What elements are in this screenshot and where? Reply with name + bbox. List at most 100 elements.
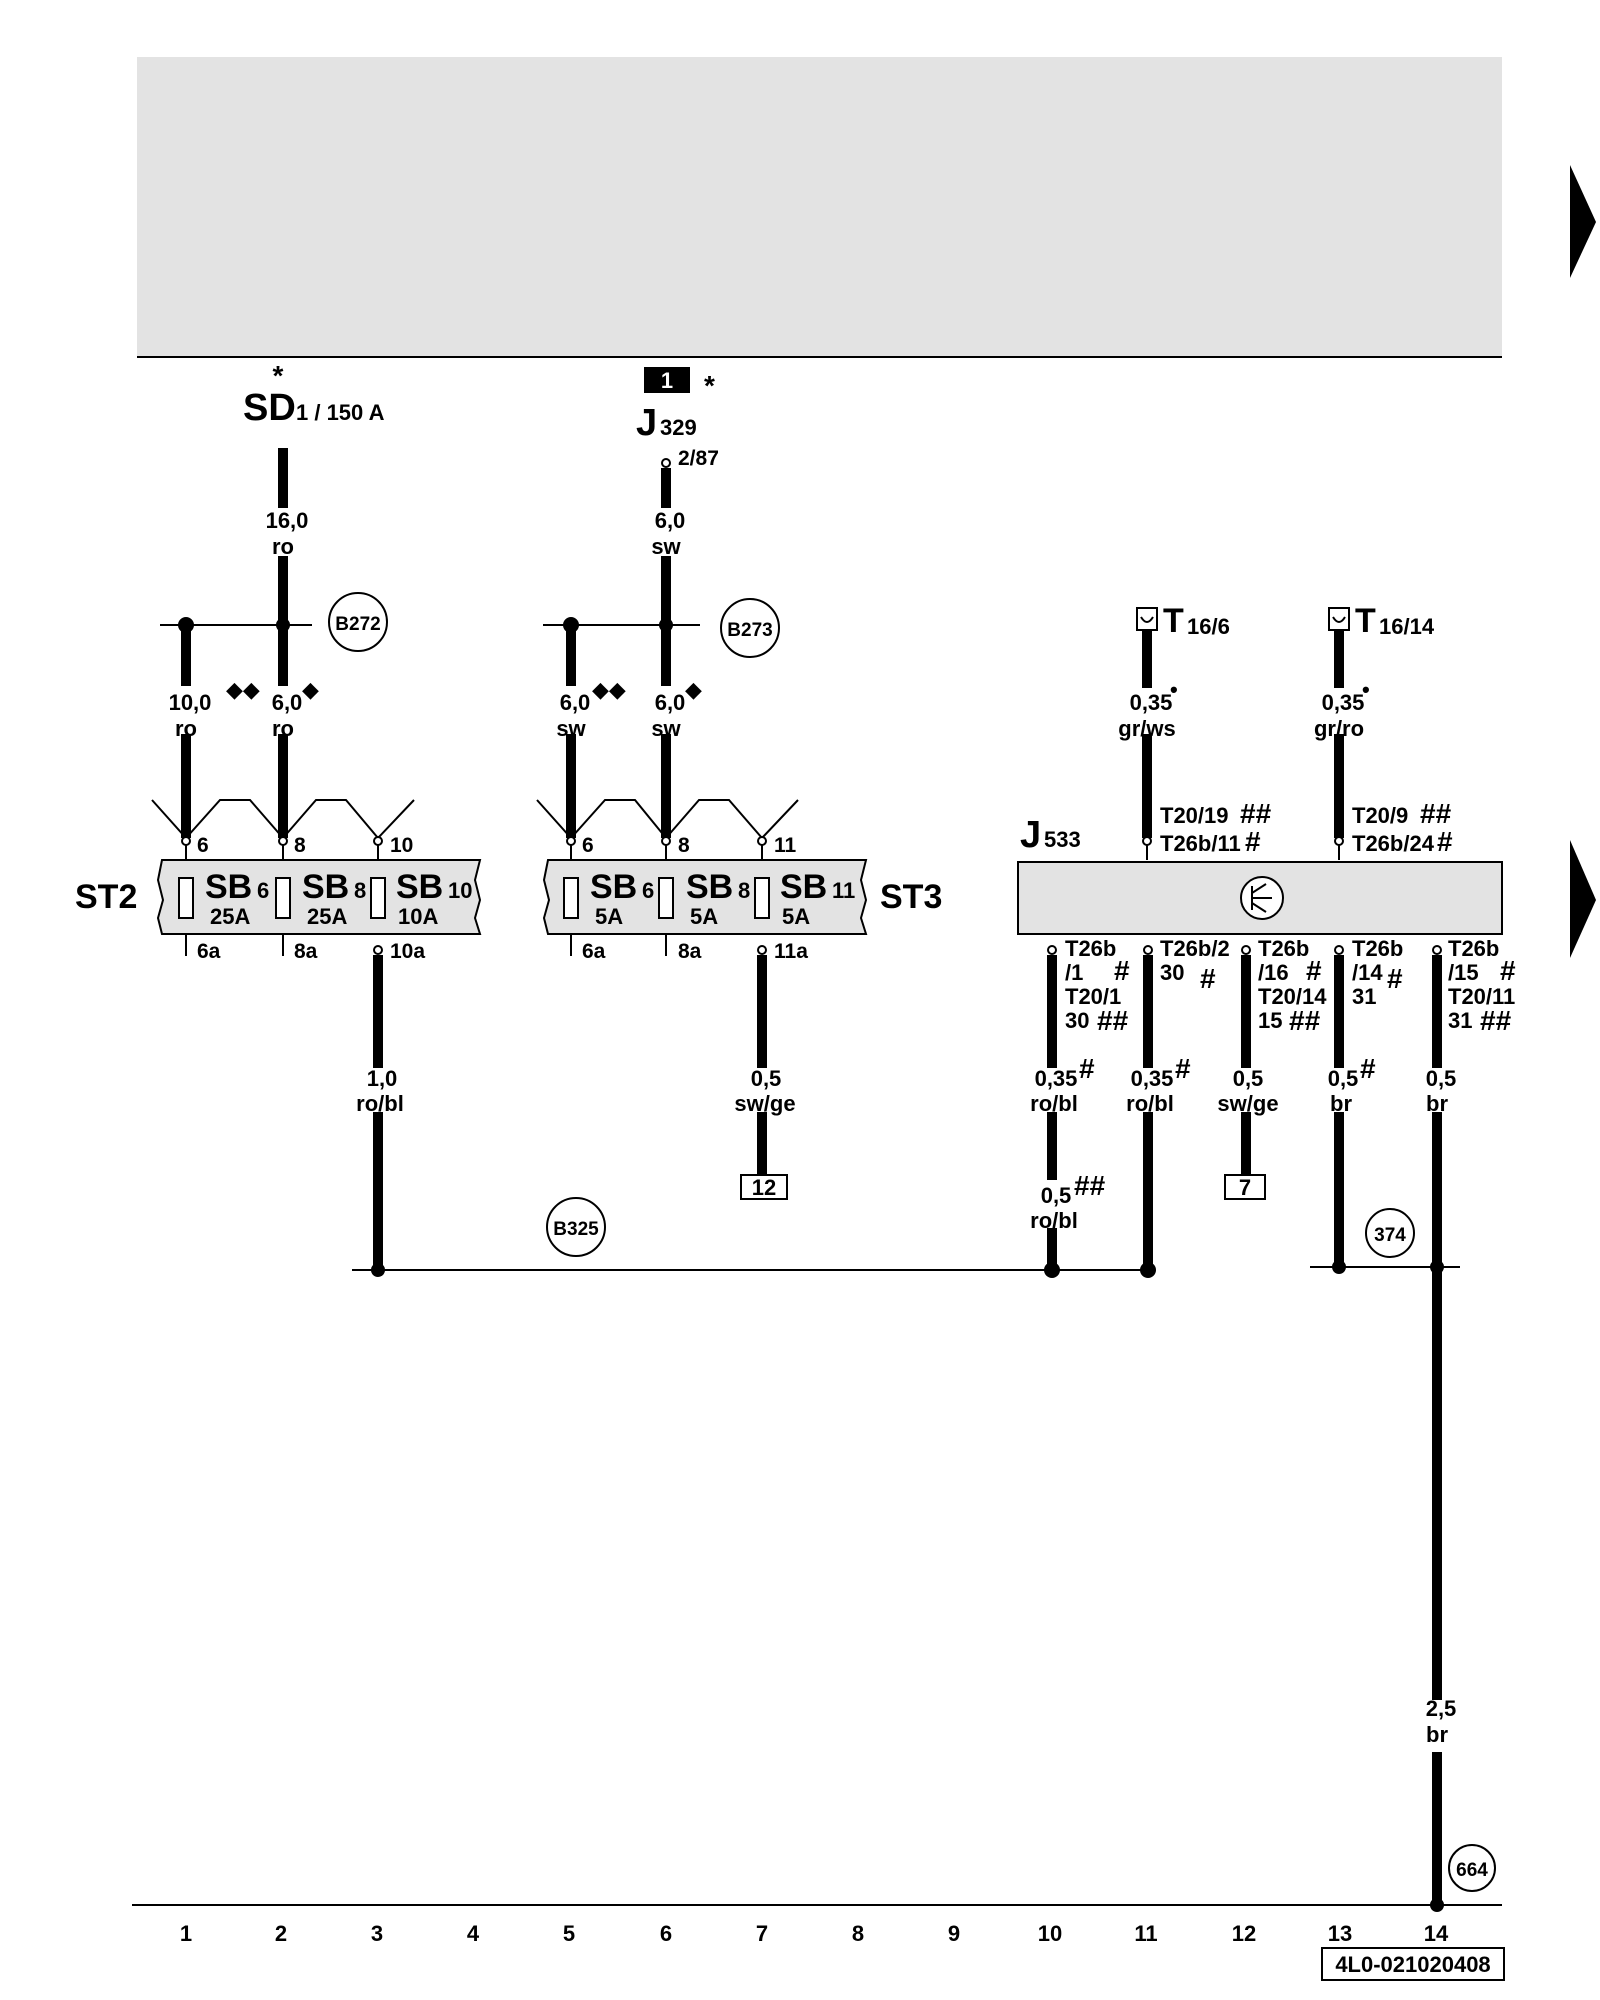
j533-top11b: T26b/11 xyxy=(1160,831,1241,856)
fuse-icon xyxy=(370,877,386,919)
fuse-pin-out: 10a xyxy=(390,940,425,963)
column-number: 6 xyxy=(660,1921,672,1946)
j533-pin-col14: T26b /15 # T20/11 31 ## xyxy=(1432,936,1516,1036)
c11-line1: T26b/2 xyxy=(1160,936,1230,961)
st3-sb6-wire-size: 6,0 xyxy=(560,690,591,715)
c10-line3: T20/1 xyxy=(1065,984,1121,1009)
c12-mark2: ## xyxy=(1289,1005,1321,1036)
c11-wire-size: 0,35 xyxy=(1131,1066,1174,1091)
fuse-pin-in: 10 xyxy=(390,834,413,857)
c10-wire-mark: # xyxy=(1079,1053,1095,1084)
st2-sb8-wire-color: ro xyxy=(272,716,294,741)
ground-wire-color: br xyxy=(1426,1722,1448,1747)
fuse-pin-in: 8 xyxy=(294,834,306,857)
sd-star: * xyxy=(273,360,284,391)
c14-line4: 31 xyxy=(1448,1008,1472,1033)
c13-wire-color: br xyxy=(1330,1091,1352,1116)
column-number: 8 xyxy=(852,1921,864,1946)
j533-top11b-mark: # xyxy=(1245,826,1261,857)
c14-line3: T20/11 xyxy=(1448,984,1515,1009)
c10-line4: 30 xyxy=(1065,1008,1089,1033)
connector-t16-6: T 16/6 xyxy=(1136,602,1230,640)
c11-wire-color: ro/bl xyxy=(1126,1091,1174,1116)
fuse-pin-out: 6a xyxy=(582,940,606,963)
fuse-num: 8 xyxy=(354,878,366,903)
connector-t16-14: T 16/14 xyxy=(1328,602,1435,640)
sb11-wire-color: sw/ge xyxy=(734,1091,795,1116)
j329-label: J xyxy=(636,402,657,444)
t16-6-wire-mark: • xyxy=(1170,677,1178,702)
fuse-num: 6 xyxy=(642,878,654,903)
j329-pin-terminal xyxy=(661,458,671,468)
column-numbers: 1 2 3 4 5 6 7 8 9 10 11 12 13 14 xyxy=(180,1921,1449,1946)
fuse-rating: 5A xyxy=(782,904,810,929)
fuse-st2-sb6: 6 SB 6 25A 6a xyxy=(178,834,269,963)
node-b325-label: B325 xyxy=(553,1219,599,1240)
fuse-st3-sb11: 11 SB 11 5A 11a xyxy=(754,834,855,963)
j533-sub: 533 xyxy=(1044,827,1081,852)
st3-sb8-wire-mark: ◆ xyxy=(685,677,702,702)
c14-mark2: ## xyxy=(1480,1005,1512,1036)
j533-pin xyxy=(1142,836,1152,846)
c12-mark1: # xyxy=(1306,955,1322,986)
t16-14-sub: 16/14 xyxy=(1379,614,1435,639)
fuse-icon xyxy=(658,877,674,919)
fuse-rating: 5A xyxy=(690,904,718,929)
fuse-rating: 10A xyxy=(398,904,438,929)
st2-sb8-wire-mark: ◆ xyxy=(302,677,319,702)
node-b273 xyxy=(720,598,780,658)
sd-label: SD xyxy=(243,387,296,429)
fuse-st3-sb8: 8 SB 8 5A 8a xyxy=(658,834,750,963)
st2-sb6-wire-size: 10,0 xyxy=(169,690,212,715)
c13-line1: T26b xyxy=(1352,936,1403,961)
fuse-icon xyxy=(178,877,194,919)
ref-box-7 xyxy=(1224,1174,1266,1200)
c13-line2: /14 xyxy=(1352,960,1383,985)
column-number: 7 xyxy=(756,1921,768,1946)
st3-sb8-wire-size: 6,0 xyxy=(655,690,686,715)
splice-dot xyxy=(1044,1262,1060,1278)
c10-line1: T26b xyxy=(1065,936,1116,961)
fuse-pin-out: 11a xyxy=(774,940,808,963)
node-664 xyxy=(1448,1844,1496,1892)
st2-label: ST2 xyxy=(75,878,137,916)
j533-top11a: T20/19 xyxy=(1160,803,1229,828)
j533-pin-col12: T26b /16 # T20/14 15 ## xyxy=(1241,936,1327,1036)
column-number: 10 xyxy=(1038,1921,1062,1946)
j329-sub: 329 xyxy=(660,415,697,440)
fuse-pin-out: 8a xyxy=(678,940,702,963)
c11-line2: 30 xyxy=(1160,960,1184,985)
fuse-pin-in: 6 xyxy=(582,834,594,857)
column-number: 9 xyxy=(948,1921,960,1946)
column-number: 1 xyxy=(180,1921,192,1946)
j533-pin-col10: T26b /1 # T20/1 30 ## xyxy=(1047,936,1130,1036)
c12-line1: T26b xyxy=(1258,936,1309,961)
fuse-rating: 25A xyxy=(210,904,250,929)
j533-top13b-mark: # xyxy=(1437,826,1453,857)
j329-wire-color: sw xyxy=(651,534,681,559)
c14-wire-size: 0,5 xyxy=(1426,1066,1457,1091)
j533-top13a-mark: ## xyxy=(1420,798,1452,829)
fuse-st2-sb8: 8 SB 8 25A 8a xyxy=(275,834,366,963)
c12-line3: T20/14 xyxy=(1258,984,1327,1009)
t16-14-wire-mark: • xyxy=(1362,677,1370,702)
fuse-icon xyxy=(754,877,770,919)
continue-arrow-icon xyxy=(1570,840,1596,958)
ref-box-12 xyxy=(740,1174,788,1200)
c10-mark2: ## xyxy=(1097,1005,1129,1036)
j329-pin: 2/87 xyxy=(678,447,719,470)
j533-top13a: T20/9 xyxy=(1352,803,1408,828)
column-number: 13 xyxy=(1328,1921,1352,1946)
fuse-name: SB xyxy=(780,868,827,906)
c14-line1: T26b xyxy=(1448,936,1499,961)
t16-14-wire-color: gr/ro xyxy=(1314,716,1364,741)
column-number: 4 xyxy=(467,1921,480,1946)
fuse-rating: 5A xyxy=(595,904,623,929)
c13-mark: # xyxy=(1387,963,1403,994)
fuse-icon xyxy=(275,877,291,919)
c10b-wire-size: 0,5 xyxy=(1041,1183,1072,1208)
c12-wire-color: sw/ge xyxy=(1217,1091,1278,1116)
fuse-name: SB xyxy=(302,868,349,906)
doc-id: 4L0-021020408 xyxy=(1335,1952,1490,1977)
c10-wire-size: 0,35 xyxy=(1035,1066,1078,1091)
